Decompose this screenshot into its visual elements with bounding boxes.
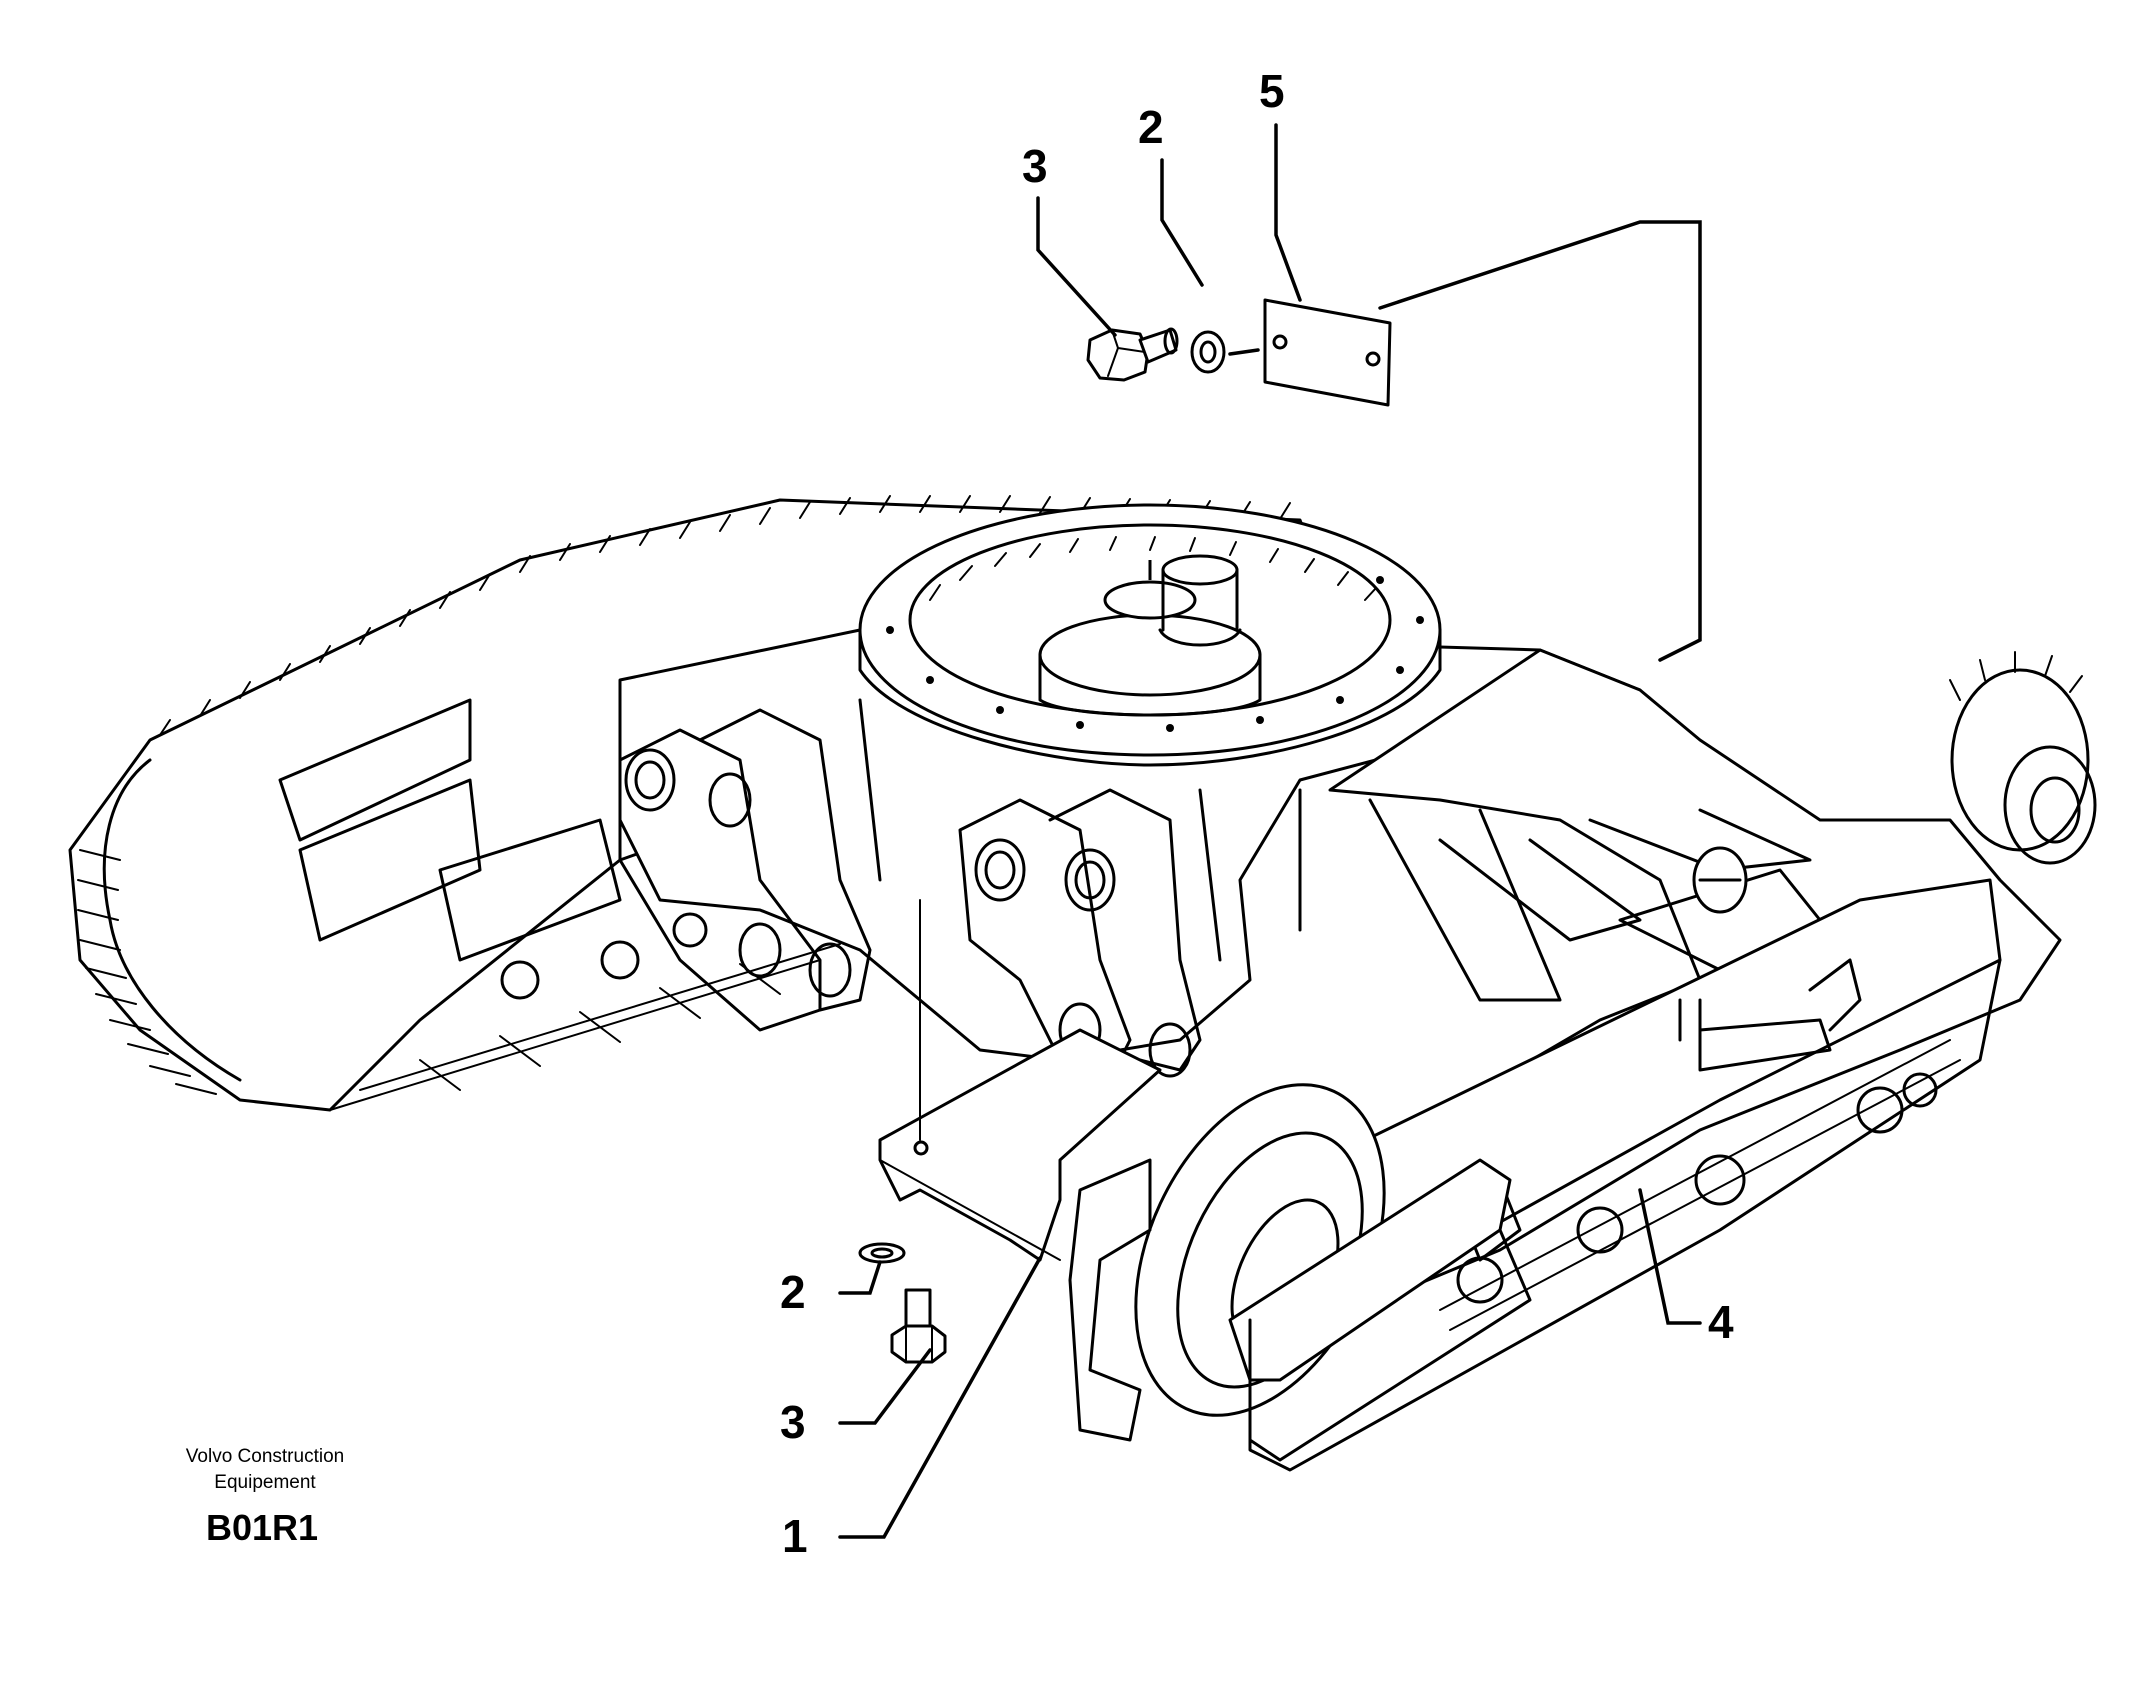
leader-1: [838, 1256, 1042, 1539]
slew-ring: [858, 503, 1442, 767]
maker-name-line2: Equipement: [214, 1472, 316, 1493]
maker-name-line1: Volvo Construction: [186, 1446, 344, 1467]
washer-top: [1190, 330, 1226, 374]
callout-3-bottom: 3: [780, 1396, 806, 1448]
callouts: 3 2 5 2 3 1 4: [780, 65, 1734, 1562]
callout-2-bottom: 2: [780, 1266, 806, 1318]
top-hardware: [1086, 298, 1392, 407]
leader-lines: [838, 123, 1702, 1539]
undercarriage-illustration: [68, 298, 2097, 1472]
leader-3-top: [1036, 196, 1117, 337]
plate-top: [1263, 298, 1392, 407]
callout-3-top: 3: [1022, 140, 1048, 192]
leader-2-bottom: [838, 1260, 882, 1295]
leader-5: [1274, 123, 1302, 302]
leader-2-top: [1160, 158, 1204, 287]
leader-5-to-frame: [1378, 220, 1702, 662]
washer-bottom: [858, 1242, 906, 1264]
callout-2-top: 2: [1138, 101, 1164, 153]
diagram-code: B01R1: [206, 1507, 318, 1548]
callout-5: 5: [1259, 65, 1285, 117]
bottom-hardware: [858, 1242, 947, 1364]
sprocket: [1949, 651, 2097, 865]
idler-wheel: [1068, 1083, 1532, 1462]
callout-4: 4: [1708, 1296, 1734, 1348]
bolt-bottom: [890, 1288, 947, 1364]
callout-1: 1: [782, 1510, 808, 1562]
bolt-top: [1086, 327, 1179, 382]
footer: Volvo Construction Equipement B01R1: [186, 1446, 344, 1548]
leader-4: [1638, 1188, 1702, 1325]
leader-3-bottom: [838, 1348, 932, 1425]
